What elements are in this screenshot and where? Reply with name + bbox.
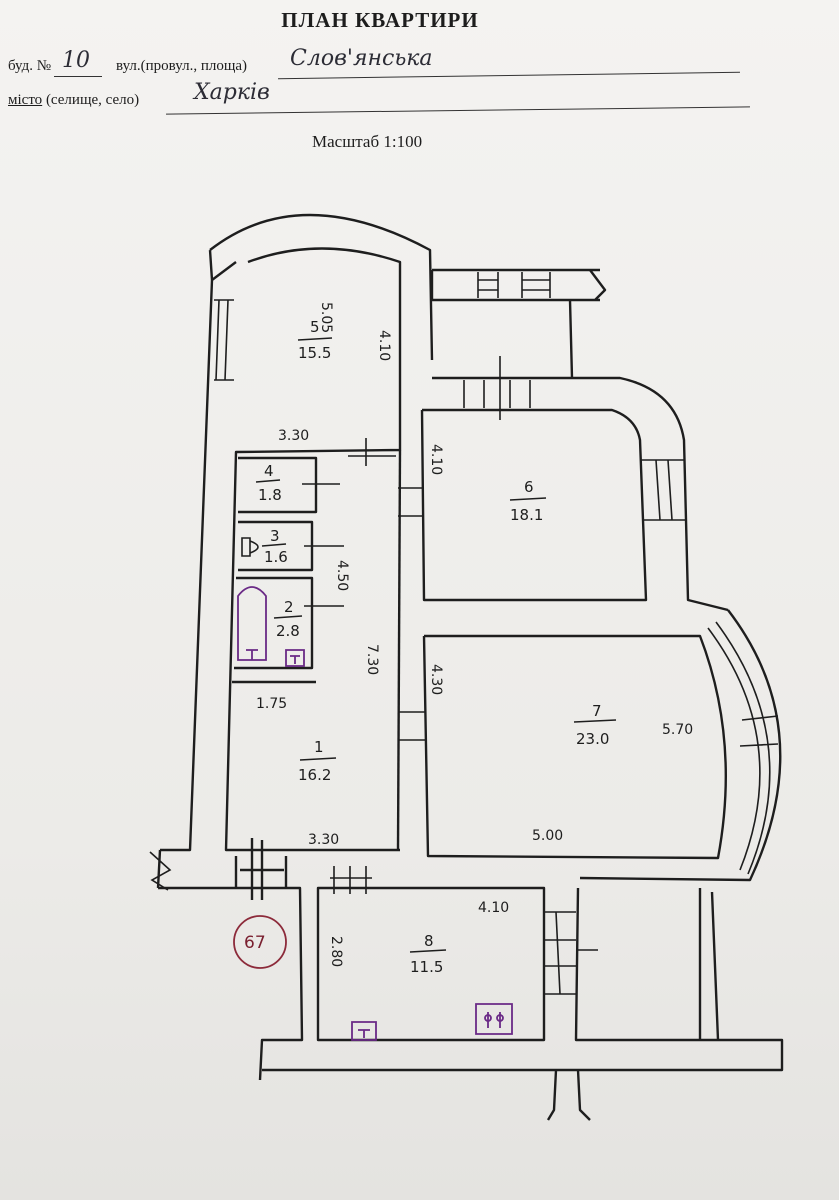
window-room5-left (214, 299, 234, 381)
room-6-inner-wall (420, 408, 648, 602)
room-1-number: 1 (314, 738, 324, 756)
room-6-top-window (463, 356, 531, 420)
sink-icon (285, 649, 305, 667)
balcony-window (477, 272, 551, 298)
dim-1-75: 1.75 (256, 696, 287, 712)
room-2-wall (234, 576, 314, 670)
document-title: ПЛАН КВАРТИРИ (281, 8, 479, 32)
right-bottom-room-wall (698, 888, 720, 1041)
room-5-number: 5 (310, 318, 320, 336)
street-label: вул.(провул., площа) (116, 58, 248, 74)
room-2-area: 2.8 (276, 622, 300, 640)
corridor-right-wall (396, 449, 402, 851)
room-3-number: 3 (270, 527, 280, 545)
room-6-wall (432, 376, 729, 612)
room-1-label: 1 16.2 (298, 738, 337, 784)
room-3-label: 3 1.6 (261, 527, 288, 566)
room-8-label: 8 11.5 (409, 932, 447, 976)
room-4-wall (238, 456, 318, 514)
room-8-wall (316, 886, 546, 1042)
room-7-door (398, 711, 426, 741)
room-7-outer-wall (579, 609, 782, 882)
small-room-doors (302, 438, 396, 607)
room-8-right-door (544, 911, 598, 995)
dim-4-30: 4.30 (428, 664, 444, 695)
room-5-label: 5 15.5 (297, 318, 333, 362)
room-6-area: 18.1 (510, 506, 543, 524)
room-5-area: 15.5 (298, 344, 331, 362)
dim-5-05: 5.05 (318, 302, 334, 333)
room-8-bottom-wall (262, 887, 784, 1072)
dim-7-30: 7.30 (364, 644, 380, 675)
building-underline (54, 76, 102, 77)
room-6-door (398, 487, 424, 517)
stove-icon (475, 1003, 513, 1035)
room-7-wall (422, 634, 727, 860)
dim-4-10-room8: 4.10 (478, 900, 509, 916)
room-6-number: 6 (524, 478, 534, 496)
city-value: Харків (194, 80, 270, 105)
stove-burner-left (484, 1014, 492, 1022)
street-value: Слов'янська (290, 46, 433, 71)
dim-2-80: 2.80 (328, 936, 344, 967)
room-3-area: 1.6 (264, 548, 288, 566)
room-6-window (640, 459, 686, 521)
city-label-underlined: місто (8, 92, 43, 108)
room-4-label: 4 1.8 (255, 462, 282, 504)
room-2-number: 2 (284, 598, 294, 616)
address-row-building: буд. № 10 вул.(провул., площа) Слов'янськ… (8, 46, 433, 75)
room-8-door (330, 866, 372, 894)
room-4-number: 4 (264, 462, 274, 480)
room-4-area: 1.8 (258, 486, 282, 504)
room-8-area: 11.5 (410, 958, 443, 976)
room-2-label: 2 2.8 (273, 598, 303, 640)
dim-3-30-top: 3.30 (278, 428, 309, 444)
room-8-number: 8 (424, 932, 434, 950)
inventory-stamp (233, 915, 287, 969)
building-number: 10 (62, 48, 90, 73)
scale-label: Масштаб 1:100 (312, 132, 423, 151)
outer-wall-left-vertical (211, 261, 237, 281)
room-7-bay-window (707, 621, 779, 875)
dim-4-50: 4.50 (334, 560, 350, 591)
bathtub-icon (237, 586, 267, 661)
room-1-area: 16.2 (298, 766, 331, 784)
room-5-wall (224, 247, 402, 852)
outer-wall-left (160, 213, 600, 852)
balcony-wall (430, 269, 607, 379)
room-6-label: 6 18.1 (509, 478, 547, 524)
room-8-sink-icon (351, 1021, 377, 1041)
city-label-rest: (селище, село) (45, 92, 140, 108)
room-7-number: 7 (592, 702, 602, 720)
building-label: буд. № (8, 58, 52, 74)
dim-4-10-room6: 4.10 (428, 444, 444, 475)
address-row-city: місто (селище, село) Харків (8, 80, 270, 109)
stairwell-wall (546, 1069, 591, 1121)
entrance-door-marks (149, 851, 172, 891)
room-7-label: 7 23.0 (573, 702, 617, 748)
room-7-area: 23.0 (576, 730, 609, 748)
toilet-icon (241, 537, 259, 557)
stamp-number: 67 (244, 933, 266, 953)
stove-burner-right (496, 1014, 504, 1022)
dim-5-00: 5.00 (532, 828, 563, 844)
dim-3-30-bottom: 3.30 (308, 832, 339, 848)
dim-5-70: 5.70 (662, 722, 693, 738)
dim-4-10-room5: 4.10 (376, 330, 392, 361)
entrance-wall (156, 838, 304, 1081)
